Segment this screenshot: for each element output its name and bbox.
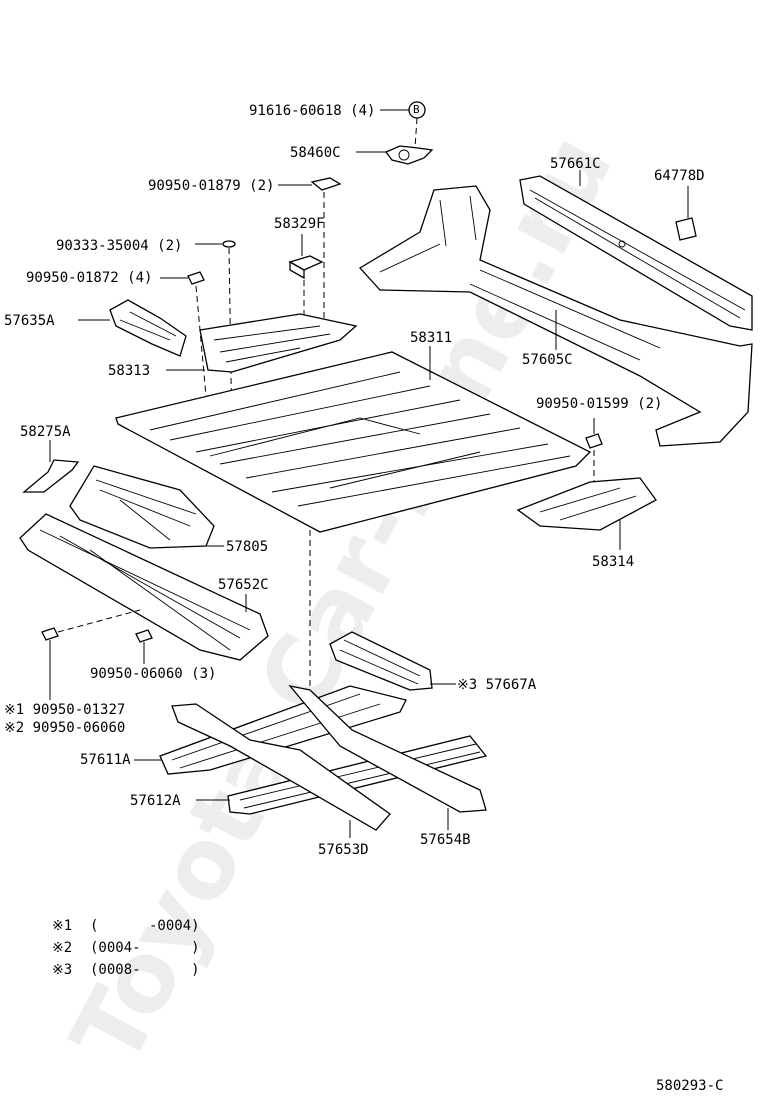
label-57612a: 57612A: [130, 793, 181, 809]
label-57661c: 57661C: [550, 156, 601, 172]
note-mark-3: ※3: [52, 962, 73, 978]
label-90950-01872: 90950-01872 (4): [26, 270, 153, 286]
label-90950-01327: ※1 90950-01327: [4, 702, 126, 718]
label-57654b: 57654B: [420, 832, 471, 848]
label-57652c: 57652C: [218, 577, 269, 593]
label-57805: 57805: [226, 539, 269, 555]
bracket-58275a: [22, 459, 80, 493]
plug-90950-01879: [310, 177, 342, 191]
label-91616-60618: 91616-60618 (4): [249, 103, 376, 119]
label-57611a: 57611A: [80, 752, 131, 768]
part-58329f: [288, 255, 324, 280]
crossmember-57652c: [19, 513, 269, 661]
label-58313: 58313: [108, 363, 151, 379]
rail-57612a: [227, 735, 488, 815]
label-58275a: 58275A: [20, 424, 71, 440]
bracket-58460c: [384, 117, 434, 165]
label-58329f: 58329F: [274, 216, 325, 232]
label-57605c: 57605C: [522, 352, 573, 368]
bracket-57635a: [109, 299, 187, 357]
floor-pan-58311: [115, 351, 592, 533]
label-64778d: 64778D: [654, 168, 705, 184]
member-57667a: [329, 631, 433, 691]
label-90950-01879: 90950-01879 (2): [148, 178, 275, 194]
label-90950-06060-2: ※2 90950-06060: [4, 720, 126, 736]
rail-57611a: [159, 685, 407, 775]
label-57635a: 57635A: [4, 313, 55, 329]
label-90333-35004: 90333-35004 (2): [56, 238, 183, 254]
note-mark-2: ※2: [52, 940, 73, 956]
rail-57661c: [519, 175, 753, 331]
label-58460c: 58460C: [290, 145, 341, 161]
note-text-1: ( -0004): [90, 918, 200, 934]
panel-58313: [199, 313, 358, 373]
label-90950-01599: 90950-01599 (2): [536, 396, 663, 412]
note-text-2: (0004- ): [90, 940, 200, 956]
diagram-id: 580293-C: [656, 1078, 724, 1094]
marker-b: B: [413, 103, 420, 116]
label-57667a: ※3 57667A: [457, 677, 537, 693]
note-text-3: (0008- ): [90, 962, 200, 978]
crossmember-57805: [69, 465, 215, 549]
note-mark-1: ※1: [52, 918, 73, 934]
label-58311: 58311: [410, 330, 453, 346]
panel-58314: [516, 477, 657, 531]
label-58314: 58314: [592, 554, 635, 570]
label-90950-06060: 90950-06060 (3): [90, 666, 217, 682]
label-57653d: 57653D: [318, 842, 369, 858]
